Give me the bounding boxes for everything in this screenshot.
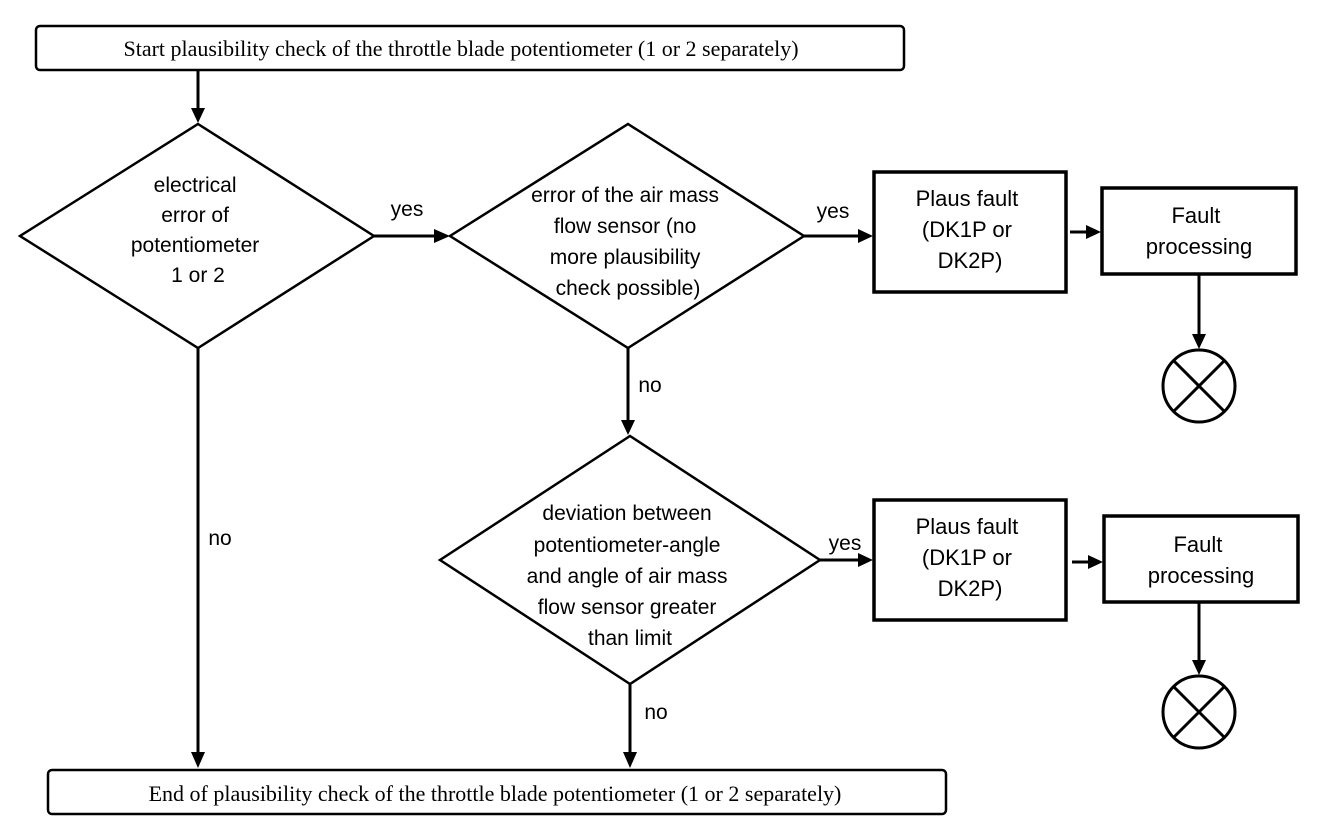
end-node: End of plausibility check of the throttl… [46, 768, 948, 816]
edge-deviation-yes: yes [820, 532, 873, 567]
fault-processing-text-1: Fault processing [1146, 203, 1252, 259]
edge-label-yes: yes [817, 200, 850, 223]
decision-electrical-error: electrical error of potentiometer 1 or 2 [17, 122, 377, 350]
circle-x-terminator-icon [1161, 674, 1237, 750]
edge-label-yes: yes [829, 532, 862, 555]
edge-deviation-no: no [623, 684, 668, 768]
edge-fault-processing-1-to-terminator [1192, 274, 1206, 349]
circle-x-terminator-icon [1161, 348, 1237, 424]
edge-label-no: no [644, 701, 667, 724]
edge-label-no: no [638, 374, 661, 397]
edge-fault-processing-2-to-terminator [1192, 602, 1206, 675]
start-node: Start plausibility check of the throttle… [34, 24, 906, 72]
plaus-fault-text-2: Plaus fault (DK1P or DK2P) [916, 514, 1025, 601]
edge-air-mass-error-yes: yes [804, 200, 873, 243]
decision-deviation-text: deviation between potentiometer-angle an… [527, 502, 734, 650]
plaus-fault-box-2: Plaus fault (DK1P or DK2P) [872, 498, 1068, 622]
plaus-fault-box-1: Plaus fault (DK1P or DK2P) [872, 170, 1068, 294]
end-label: End of plausibility check of the throttl… [149, 781, 842, 806]
start-label: Start plausibility check of the throttle… [123, 36, 798, 61]
decision-air-mass-error-text: error of the air mass flow sensor (no mo… [531, 184, 725, 300]
edge-label-no: no [208, 527, 231, 550]
edge-electrical-error-yes: yes [374, 198, 450, 243]
plaus-fault-text-1: Plaus fault (DK1P or DK2P) [916, 186, 1025, 273]
decision-air-mass-error: error of the air mass flow sensor (no mo… [447, 122, 807, 350]
edge-start-to-electrical-error [191, 70, 205, 123]
decision-deviation: deviation between potentiometer-angle an… [437, 434, 823, 686]
fault-processing-text-2: Fault processing [1148, 532, 1254, 588]
edge-plaus-fault-1-to-fault-processing-1 [1070, 225, 1101, 239]
edge-air-mass-error-no: no [621, 348, 662, 435]
edge-electrical-error-no: no [191, 348, 232, 768]
edge-plaus-fault-2-to-fault-processing-2 [1072, 555, 1103, 569]
fault-processing-box-1: Fault processing [1100, 186, 1298, 276]
fault-processing-box-2: Fault processing [1102, 514, 1300, 604]
decision-electrical-error-text: electrical error of potentiometer 1 or 2 [131, 174, 265, 287]
edge-label-yes: yes [391, 198, 424, 221]
